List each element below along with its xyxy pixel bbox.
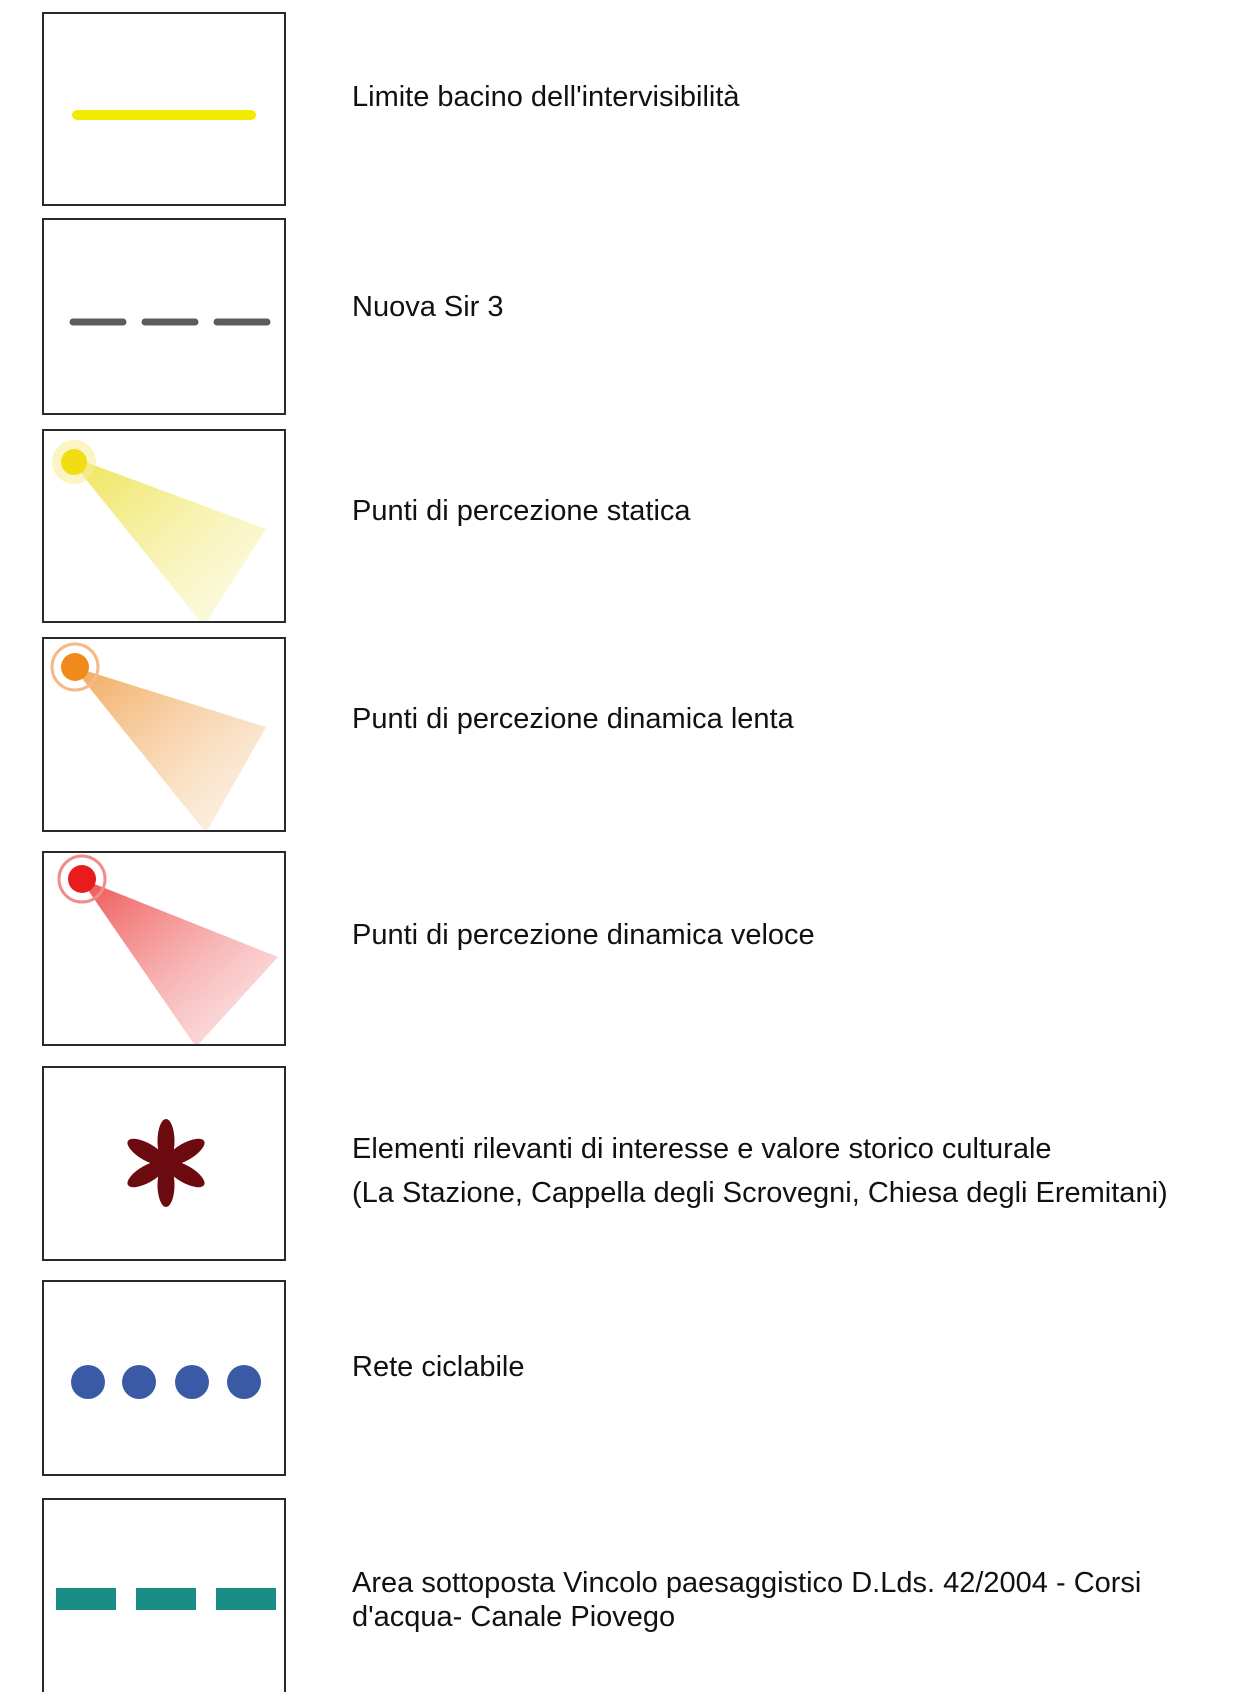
legend-label: Punti di percezione dinamica lenta — [352, 703, 794, 735]
teal-dashed-line-icon — [42, 1498, 286, 1692]
dashed-gray-line-icon — [42, 218, 286, 415]
red-view-cone-icon — [42, 851, 286, 1046]
legend-label: Punti di percezione dinamica veloce — [352, 919, 815, 951]
blue-dots-icon — [42, 1280, 286, 1476]
yellow-view-cone-icon — [42, 429, 286, 623]
legend-label-line2: d'acqua- Canale Piovego — [352, 1601, 676, 1633]
legend-label-line2: (La Stazione, Cappella degli Scrovegni, … — [352, 1177, 1168, 1209]
yellow-line-icon — [42, 12, 286, 206]
asterisk-icon — [42, 1066, 286, 1261]
legend-label-line1: Area sottoposta Vincolo paesaggistico D.… — [352, 1567, 1142, 1599]
legend-label: Rete ciclabile — [352, 1351, 525, 1383]
legend-label: Nuova Sir 3 — [352, 291, 504, 323]
legend-label: Punti di percezione statica — [352, 495, 691, 527]
legend-label: Limite bacino dell'intervisibilità — [352, 81, 740, 113]
legend-label-line1: Elementi rilevanti di interesse e valore… — [352, 1133, 1052, 1165]
orange-view-cone-icon — [42, 637, 286, 832]
